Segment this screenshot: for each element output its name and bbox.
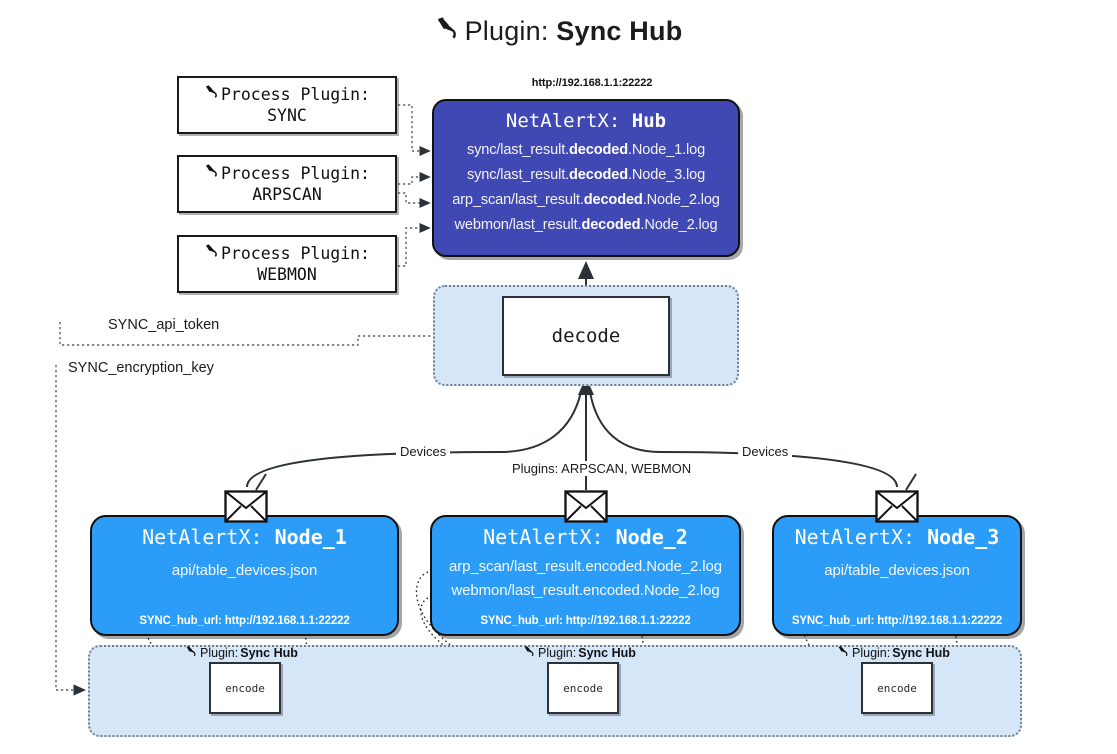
node-data-line: api/table_devices.json bbox=[824, 562, 970, 579]
caption-prefix: Plugin: bbox=[538, 646, 577, 660]
setting-api-token-label: SYNC_api_token bbox=[104, 317, 224, 333]
node-data-line: arp_scan/last_result.encoded.Node_2.log bbox=[449, 558, 722, 575]
caption-name: Sync Hub bbox=[578, 646, 636, 660]
node-title: NetAlertX: Node_3 bbox=[774, 525, 1020, 549]
logline-em: decoded bbox=[569, 167, 628, 184]
node-data-line: webmon/last_result.encoded.Node_2.log bbox=[451, 582, 720, 600]
encode-box-3[interactable]: encode bbox=[861, 662, 933, 714]
logline-post: .Node_2.log bbox=[640, 217, 718, 234]
plug-icon bbox=[204, 84, 220, 105]
hub-url-label: http://192.168.1.1:22222 bbox=[531, 77, 653, 89]
node-box-node3[interactable]: NetAlertX: Node_3 api/table_devices.json… bbox=[772, 515, 1022, 636]
plug-icon bbox=[523, 645, 536, 661]
logline-post: .Node_1.log bbox=[628, 142, 706, 158]
process-plugin-webmon-box[interactable]: Process Plugin: WEBMON bbox=[177, 235, 397, 293]
edge-label-plugins: Plugins: ARPSCAN, WEBMON bbox=[508, 461, 696, 476]
process-plugin-arpscan-box[interactable]: Process Plugin: ARPSCAN bbox=[177, 155, 397, 213]
node-hub-url-footer: SYNC_hub_url: http://192.168.1.1:22222 bbox=[791, 615, 1003, 627]
hub-title-name: Hub bbox=[631, 110, 667, 132]
hub-box[interactable]: NetAlertX: Hub sync/last_result.decoded.… bbox=[432, 99, 740, 257]
logline-post: .Node_2.log bbox=[642, 192, 720, 209]
process-plugin-name: SYNC bbox=[267, 106, 307, 126]
hub-title: NetAlertX: Hub bbox=[434, 110, 738, 132]
logline-em: decoded bbox=[569, 142, 628, 158]
edge-label-devices-left: Devices bbox=[396, 444, 451, 459]
hub-title-prefix: NetAlertX: bbox=[505, 110, 632, 132]
node-title: NetAlertX: Node_2 bbox=[432, 525, 739, 549]
sync-hub-caption-3: Plugin: Sync Hub bbox=[837, 645, 950, 661]
logline-post: .Node_3.log bbox=[628, 167, 706, 184]
edge-encryption-key-to-sync-group bbox=[55, 365, 87, 696]
node-title-prefix: NetAlertX: bbox=[142, 525, 275, 549]
node-title-name: Node_1 bbox=[274, 525, 347, 549]
logline-pre: sync/last_result. bbox=[466, 167, 570, 184]
hub-logline: sync/last_result.decoded.Node_1.log bbox=[434, 138, 738, 163]
envelope-stem-1 bbox=[255, 473, 267, 491]
page-title: Plugin: Sync Hub bbox=[0, 16, 1117, 47]
setting-encryption-key-label: SYNC_encryption_key bbox=[64, 360, 218, 376]
hub-logline: arp_scan/last_result.decoded.Node_2.log bbox=[434, 188, 738, 213]
process-plugin-label: Process Plugin: bbox=[220, 243, 370, 263]
sync-hub-caption-1: Plugin: Sync Hub bbox=[185, 645, 298, 661]
sync-hub-caption-2: Plugin: Sync Hub bbox=[523, 645, 636, 661]
page-title-prefix: Plugin: bbox=[464, 16, 557, 46]
process-plugin-name: WEBMON bbox=[257, 265, 317, 285]
envelope-icon bbox=[875, 490, 919, 523]
node-box-node1[interactable]: NetAlertX: Node_1 api/table_devices.json… bbox=[90, 515, 399, 636]
envelope-icon bbox=[224, 490, 268, 523]
process-plugin-name: ARPSCAN bbox=[252, 185, 322, 205]
envelope-stem-3 bbox=[905, 473, 917, 491]
decode-box[interactable]: decode bbox=[502, 296, 670, 376]
plug-icon bbox=[435, 17, 461, 48]
logline-em: decoded bbox=[583, 192, 643, 209]
envelope-icon bbox=[564, 490, 608, 523]
plug-icon bbox=[837, 645, 850, 661]
plug-icon bbox=[204, 243, 220, 264]
caption-name: Sync Hub bbox=[240, 646, 298, 660]
edge-arpscan-plugin-to-hub-2 bbox=[398, 171, 431, 185]
node-title: NetAlertX: Node_1 bbox=[92, 525, 397, 549]
logline-pre: arp_scan/last_result. bbox=[452, 192, 584, 209]
edge-sync-plugin-to-hub bbox=[398, 104, 431, 157]
plug-icon bbox=[204, 163, 220, 184]
edge-webmon-plugin-to-hub bbox=[398, 222, 431, 267]
node-title-name: Node_2 bbox=[615, 525, 688, 549]
hub-logline: sync/last_result.decoded.Node_3.log bbox=[434, 163, 738, 188]
node-data-line: api/table_devices.json bbox=[171, 562, 318, 579]
node-box-node2[interactable]: NetAlertX: Node_2 arp_scan/last_result.e… bbox=[430, 515, 741, 636]
edge-label-devices-right: Devices bbox=[738, 444, 793, 459]
logline-pre: webmon/last_result. bbox=[454, 217, 582, 234]
node-hub-url-footer: SYNC_hub_url: http://192.168.1.1:22222 bbox=[480, 615, 691, 627]
encode-box-2[interactable]: encode bbox=[547, 662, 619, 714]
encode-box-1[interactable]: encode bbox=[209, 662, 281, 714]
node-title-name: Node_3 bbox=[927, 525, 1000, 549]
hub-logline: webmon/last_result.decoded.Node_2.log bbox=[434, 213, 738, 238]
process-plugin-label: Process Plugin: bbox=[220, 84, 370, 104]
plug-icon bbox=[185, 645, 198, 661]
process-plugin-sync-box[interactable]: Process Plugin: SYNC bbox=[177, 76, 397, 134]
node-title-prefix: NetAlertX: bbox=[794, 525, 928, 549]
page-title-name: Sync Hub bbox=[556, 16, 683, 46]
node-title-prefix: NetAlertX: bbox=[483, 525, 616, 549]
process-plugin-label: Process Plugin: bbox=[220, 163, 370, 183]
caption-prefix: Plugin: bbox=[852, 646, 891, 660]
node-hub-url-footer: SYNC_hub_url: http://192.168.1.1:22222 bbox=[139, 615, 350, 627]
logline-em: decoded bbox=[581, 217, 641, 234]
caption-name: Sync Hub bbox=[892, 646, 950, 660]
caption-prefix: Plugin: bbox=[200, 646, 239, 660]
logline-pre: sync/last_result. bbox=[466, 142, 570, 158]
edge-arpscan-plugin-to-hub bbox=[398, 192, 431, 209]
